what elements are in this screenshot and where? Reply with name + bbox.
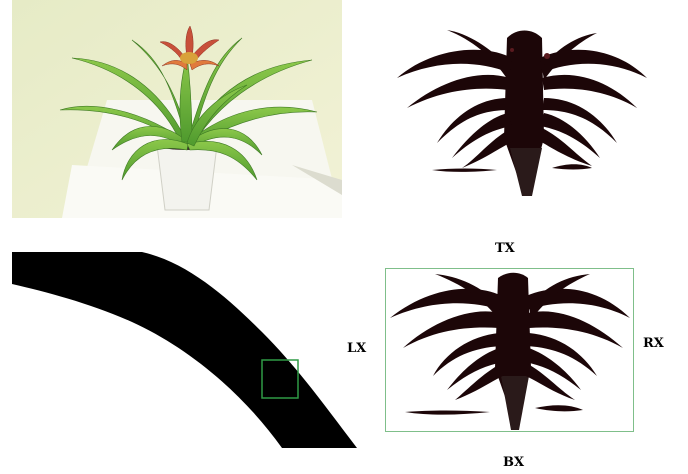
bounding-box-silhouette-image <box>385 268 635 433</box>
leaf-mask-zoom-image <box>12 252 357 452</box>
plant-silhouette-panel <box>392 18 652 208</box>
plant-photo-image <box>12 0 342 218</box>
bottom-extreme-label: BX <box>503 455 524 470</box>
bounding-box-panel <box>385 268 635 433</box>
left-extreme-label: LX <box>347 341 366 356</box>
plant-silhouette-image <box>392 18 652 208</box>
top-extreme-label: TX <box>495 241 515 256</box>
plant-photo-panel <box>12 0 342 218</box>
right-extreme-label: RX <box>643 336 664 351</box>
zoomed-leaf-mask-panel <box>12 252 357 452</box>
